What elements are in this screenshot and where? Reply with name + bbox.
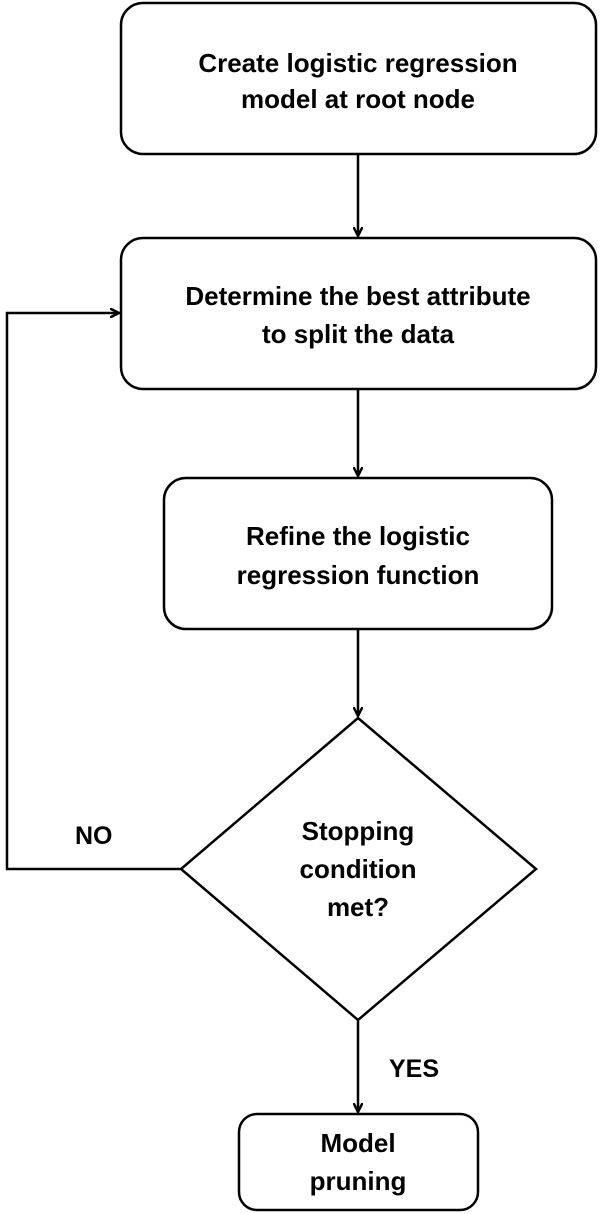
- node-best-attribute-box: [119, 236, 598, 391]
- node-model-pruning-box: [237, 1112, 480, 1212]
- node-best-attribute: Determine the best attribute to split th…: [119, 236, 598, 391]
- node-stopping-condition-line-1: Stopping: [302, 816, 415, 846]
- node-create-model: Create logistic regression model at root…: [119, 1, 598, 156]
- node-model-pruning-line-1: Model: [320, 1128, 395, 1158]
- edge-no-loop-to-best-attribute: [5, 313, 181, 871]
- node-model-pruning: Model pruning: [237, 1112, 480, 1212]
- node-best-attribute-line-2: to split the data: [262, 319, 455, 349]
- node-refine-function-line-2: regression function: [237, 560, 480, 590]
- node-refine-function: Refine the logistic regression function: [162, 476, 554, 631]
- node-create-model-line-1: Create logistic regression: [198, 48, 517, 78]
- node-create-model-line-2: model at root node: [241, 84, 475, 114]
- node-stopping-condition-line-2: condition: [300, 854, 417, 884]
- edge-yes-label: YES: [389, 1055, 439, 1083]
- node-refine-function-line-1: Refine the logistic: [246, 521, 470, 551]
- node-best-attribute-line-1: Determine the best attribute: [185, 281, 530, 311]
- node-stopping-condition: Stopping condition met?: [179, 716, 538, 1022]
- node-refine-function-box: [162, 476, 554, 631]
- node-stopping-condition-line-3: met?: [327, 892, 389, 922]
- node-create-model-box: [119, 1, 598, 156]
- node-model-pruning-line-2: pruning: [310, 1166, 407, 1196]
- edge-no-label: NO: [75, 822, 113, 850]
